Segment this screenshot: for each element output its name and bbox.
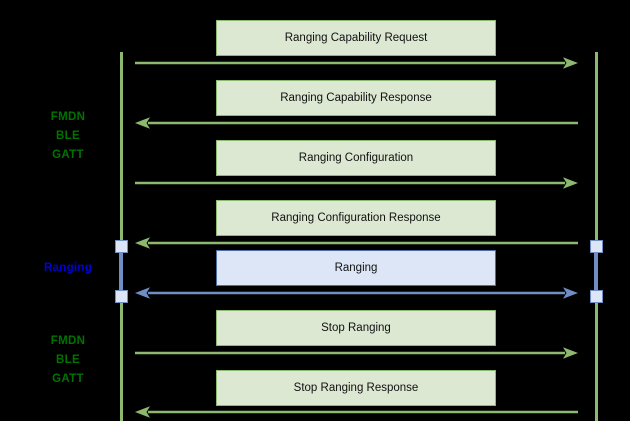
message-box: Stop Ranging xyxy=(216,310,496,346)
message-arrow-right xyxy=(135,57,578,69)
right-activation-end-node xyxy=(590,290,603,303)
message-label: Ranging Capability Response xyxy=(280,92,432,104)
message-box: Ranging Configuration Response xyxy=(216,200,496,236)
message-box: Ranging Capability Response xyxy=(216,80,496,116)
message-arrow-left xyxy=(135,237,578,249)
message-arrow-right xyxy=(135,177,578,189)
right-lifeline xyxy=(595,52,598,421)
message-arrow-both xyxy=(135,287,578,299)
message-arrow-left xyxy=(135,406,578,418)
message-arrow-left xyxy=(135,117,578,129)
phase-label-fmdn-ble-gatt-bottom: FMDN BLE GATT xyxy=(50,335,86,385)
left-lifeline xyxy=(120,52,123,421)
message-box: Ranging Configuration xyxy=(216,140,496,176)
message-box: Ranging Capability Request xyxy=(216,20,496,56)
left-activation-bar xyxy=(119,246,123,296)
message-label: Ranging Capability Request xyxy=(284,32,428,44)
left-activation-start-node xyxy=(115,240,128,253)
right-activation-start-node xyxy=(590,240,603,253)
phase-label-ranging: Ranging xyxy=(43,262,93,274)
left-activation-end-node xyxy=(115,290,128,303)
message-label: Ranging Configuration Response xyxy=(271,212,441,224)
message-label: Stop Ranging Response xyxy=(293,382,419,394)
message-label: Stop Ranging xyxy=(321,322,391,334)
message-label: Ranging Configuration xyxy=(298,152,414,164)
message-arrow-right xyxy=(135,347,578,359)
message-label: Ranging xyxy=(334,262,378,274)
phase-label-fmdn-ble-gatt-top: FMDN BLE GATT xyxy=(50,111,86,161)
right-activation-bar xyxy=(594,246,598,296)
message-box: Stop Ranging Response xyxy=(216,370,496,406)
message-box: Ranging xyxy=(216,250,496,286)
